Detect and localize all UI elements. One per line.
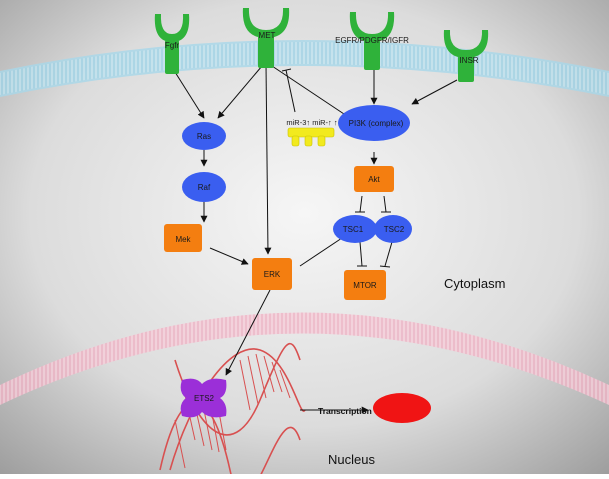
receptor-fgfr [154,14,190,74]
node-akt [354,166,394,192]
nucleus-label: Nucleus [328,452,375,467]
receptor-met [242,8,290,68]
node-mtor-label: MTOR [353,281,377,290]
node-raf [182,172,226,202]
node-tsc2-label: TSC2 [384,225,405,234]
receptor-insr-label: INSR [459,56,478,65]
node-tsc2 [374,215,412,243]
node-mtor [344,270,386,300]
node-mek [164,224,202,252]
node-pi3k-label: PI3K (complex) [349,119,404,128]
mirna-label: miR-3↑ miR-↑ ↑ [286,118,337,127]
cytoplasm-label: Cytoplasm [444,276,505,291]
node-ets2-label: ETS2 [194,394,215,403]
node-pi3k [338,105,410,141]
mirna-cluster [287,127,335,147]
node-erk [252,258,292,290]
receptor-insr [443,30,489,82]
node-ets2 [180,378,227,418]
node-tsc1 [333,215,377,243]
node-ras [182,122,226,150]
node-tsc1-label: TSC1 [343,225,364,234]
receptor-egfr-label: EGFR/PDGFR/IGFR [335,36,409,45]
receptor-egfr [349,12,395,70]
receptor-fgfr-label: Fgfr [165,41,180,50]
node-raf-label: Raf [198,183,211,192]
receptor-met-label: MET [259,31,276,40]
node-target [373,393,431,423]
node-ras-label: Ras [197,132,211,141]
node-mek-label: Mek [175,235,191,244]
node-erk-label: ERK [264,270,281,279]
node-akt-label: Akt [368,175,380,184]
pathway-edges [174,63,458,414]
nuclear-membrane [0,312,609,405]
transcription-label: Transcription [318,406,372,416]
